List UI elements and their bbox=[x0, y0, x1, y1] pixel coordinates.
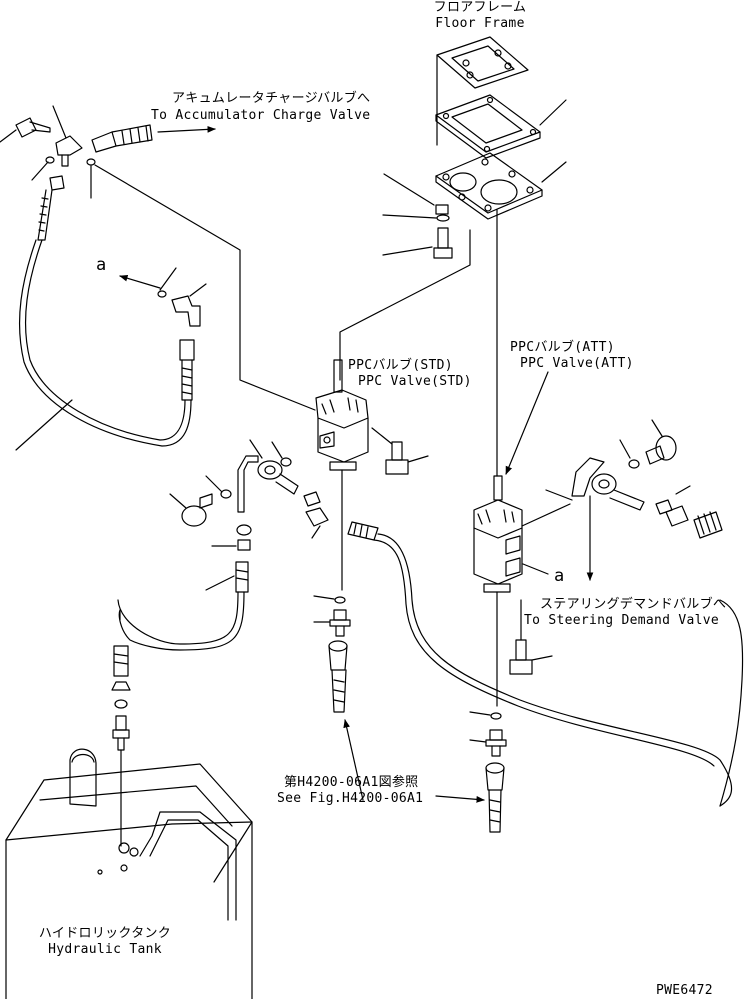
floor-frame-label-en: Floor Frame bbox=[435, 16, 525, 31]
std-lower-o-ring bbox=[313, 595, 346, 604]
ppc-att-label-en: PPC Valve(ATT) bbox=[520, 356, 634, 371]
o-ring-a bbox=[157, 267, 177, 298]
att-lower-adapter bbox=[469, 729, 507, 757]
see-fig-label-jp: 第H4200-06A1図参照 bbox=[284, 775, 419, 790]
banjo-bolt bbox=[169, 493, 213, 527]
washer bbox=[382, 214, 450, 222]
att-bolt bbox=[509, 599, 553, 675]
right-banjo bbox=[571, 457, 645, 581]
right-hose-end bbox=[545, 489, 723, 539]
right-o-ring bbox=[619, 439, 640, 469]
mounting-bolt bbox=[382, 227, 453, 259]
ref-a-label-right: a bbox=[554, 566, 565, 586]
att-lower-hose bbox=[485, 762, 505, 833]
right-plug bbox=[645, 419, 677, 465]
bolt-top-left bbox=[0, 117, 51, 143]
banjo-washer bbox=[205, 475, 232, 499]
connector-to-accumulator bbox=[91, 124, 153, 153]
floor-frame-gasket bbox=[435, 94, 567, 159]
hose-left bbox=[15, 175, 192, 451]
drawing-code: PWE6472 bbox=[656, 983, 713, 998]
floor-frame-label-jp: フロアフレーム bbox=[433, 0, 527, 15]
floor-frame-cover-plate bbox=[436, 36, 529, 146]
ref-a-label-left: a bbox=[96, 255, 107, 275]
tee-fitting bbox=[52, 105, 83, 167]
steering-label-en: To Steering Demand Valve bbox=[524, 613, 720, 628]
elbow-fitting bbox=[171, 283, 207, 327]
see-fig-label-en: See Fig.H4200-06A1 bbox=[277, 791, 424, 806]
ppc-valve-att bbox=[473, 475, 549, 707]
steering-label-jp: ステアリングデマンドバルブへ bbox=[540, 597, 727, 612]
o-ring-left bbox=[86, 158, 96, 199]
tank-hose-fitting bbox=[111, 645, 131, 847]
valve-mounting-plate bbox=[435, 152, 567, 220]
hydraulic-tank bbox=[5, 748, 253, 999]
accumulator-label-en: To Accumulator Charge Valve bbox=[151, 108, 371, 123]
banjo-elbow bbox=[237, 439, 299, 513]
ppc-std-label-en: PPC Valve(STD) bbox=[358, 374, 472, 389]
std-bolt bbox=[371, 427, 429, 475]
std-lower-adapter bbox=[313, 609, 351, 637]
o-ring-top-left bbox=[31, 156, 55, 181]
ref-a-arrow bbox=[119, 274, 161, 289]
mounting-nut bbox=[383, 173, 449, 215]
tank-label-jp: ハイドロリックタンク bbox=[38, 926, 172, 941]
small-nut-center bbox=[303, 491, 329, 539]
right-nut bbox=[655, 485, 691, 527]
tank-label-en: Hydraulic Tank bbox=[48, 942, 162, 957]
clip-left bbox=[211, 524, 252, 551]
ppc-att-label-jp: PPCバルブ(ATT) bbox=[510, 340, 615, 355]
cross-hose bbox=[347, 521, 744, 807]
hose-end-vertical bbox=[179, 339, 195, 401]
accumulator-label-jp: アキュムレータチャージバルブへ bbox=[172, 91, 371, 106]
std-lower-hose bbox=[328, 640, 348, 713]
hose-to-tank bbox=[117, 561, 249, 651]
ppc-valve-std bbox=[315, 359, 369, 591]
ppc-std-label-jp: PPCバルブ(STD) bbox=[348, 358, 453, 373]
std-o-ring bbox=[271, 441, 292, 467]
att-lower-o-ring bbox=[469, 711, 502, 720]
